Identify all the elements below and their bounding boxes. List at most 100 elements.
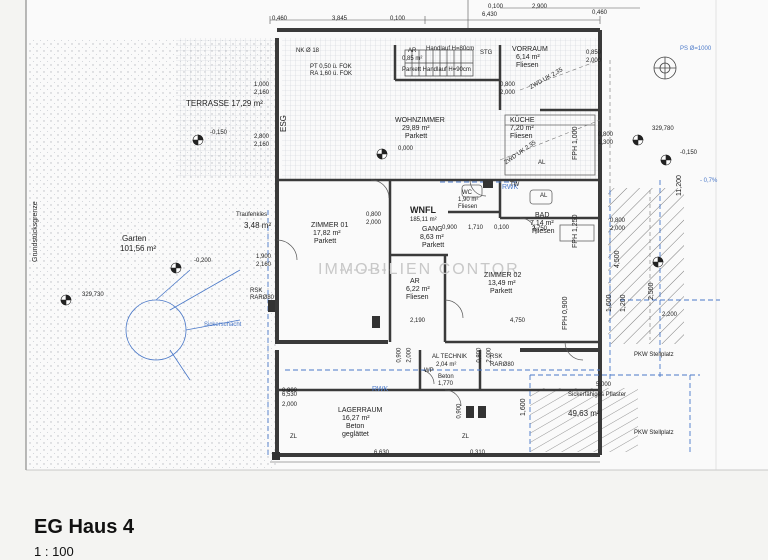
dim-329780: 329,780 [652,126,674,132]
rwk-label-2: RWK [502,184,519,191]
ar2-name: AR [410,278,420,285]
wohnzimmer-area: 29,89 m² [402,125,430,132]
traufe-area: 3,48 m² [244,221,272,230]
dim-0310: 0,310 [470,450,486,456]
dim-0900c: 0,900 [282,388,298,394]
zl-label-1: ZL [290,434,298,440]
technik-floor: Beton [438,374,454,380]
dim-2000e: 2,000 [406,347,413,363]
dim-2800: 2,800 [254,134,270,140]
zimmer1-floor: Parkett [314,238,337,245]
wnfl-area: 185,11 m² [410,217,437,223]
dim-2900: 2,900 [532,4,548,10]
nk-label: NK Ø 18 [296,48,320,54]
dim-1600a: 1,600 [520,398,527,416]
dim-4750: 4,750 [510,318,526,324]
dim-0460b: 0,460 [592,10,608,16]
technik-area: 2,04 m² [436,362,457,368]
dim-0800d: 0,800 [610,218,626,224]
technik-name: AL TECHNIK [432,354,468,360]
dim-0800b: 0,800 [598,132,614,138]
ar-name: AR [408,48,417,54]
plan-title: EG Haus 4 [34,516,135,538]
bad-name: BAD [535,212,550,219]
lager-area: 16,27 m² [342,415,370,422]
vorraum-area: 6,14 m² [516,54,540,61]
dim-m0150a: -0,150 [210,130,228,136]
tw-label: TW [510,182,520,188]
pt-label: PT 0,50 ü. FOK [310,64,352,70]
dim-2000g: 2,000 [282,402,298,408]
dim-6430: 6,430 [482,12,498,18]
rsk-label-2: RSK [490,354,503,360]
kueche-floor: Fliesen [510,133,533,140]
dim-3845: 3,845 [332,16,348,22]
gang-name: GANG [422,226,443,233]
dim-0900d: 0,900 [456,403,463,419]
zimmer1-area: 17,82 m² [313,230,341,237]
wc-area: 1,90 m² [458,197,479,203]
bad-area: 7,14 m² [530,220,554,227]
fph3-label: FPH 0,900 [562,296,569,330]
al-label-1: AL [538,160,546,166]
ps-label: PS Ø=1000 [680,46,712,52]
dim-6530: 6,530 [282,392,298,398]
zimmer2-area: 13,49 m² [488,280,516,287]
rwk-label-1: RWK [372,386,389,393]
dim-1900: 1,900 [256,254,272,260]
pkw-stellplatz-2: PKW Stellplatz [634,430,674,436]
wohnzimmer-floor: Parkett [405,133,428,140]
wc-floor: Fliesen [458,204,478,210]
wohnzimmer-name: WOHNZIMMER [395,117,445,124]
dim-2190: 2,190 [410,318,426,324]
dim-2160b: 2,160 [254,142,270,148]
rsk-label-1: RSK [250,288,263,294]
grenze-label: Grundstücksgrenze [32,201,39,262]
dim-1300: 1,300 [598,140,614,146]
ar2-area: 6,22 m² [406,286,430,293]
dim-0100c: 0,100 [494,225,510,231]
dim-1000: 1,000 [254,82,270,88]
garten-area: 101,56 m² [120,244,157,253]
watermark: IMMOBILIEN CONTOR [318,261,520,278]
dim-2000d: 2,000 [610,226,626,232]
pkw-area: 49,63 m² [568,409,600,418]
dim-4500: 4,500 [614,250,621,268]
dim-0850: 0,850 [586,50,602,56]
handlauf-label-1: Handlauf H=80cm [426,46,475,52]
dim-2000a: 2,000 [586,58,602,64]
rsk-label-1b: RARØ80 [250,295,275,301]
dim-1600b: 1,600 [606,294,613,312]
lager-name: LAGERRAUM [338,407,383,414]
dim-0900a: 0,900 [442,225,458,231]
fph2-label: FPH 1,250 [572,214,579,248]
ra-label: RA 1,60 ü. FOK [310,71,353,77]
dim-2160c: 2,160 [256,262,272,268]
dim-2000b: 2,000 [500,90,516,96]
kueche-area: 7,20 m² [510,125,534,132]
esg-label: ESG [279,115,288,132]
dim-0800c: 0,800 [366,212,382,218]
gang-floor: Parkett [422,242,445,249]
dim-1710: 1,710 [468,225,484,231]
wp-label: WP [424,368,434,374]
dim-2000c: 2,000 [366,220,382,226]
dim-329730: 329,730 [82,292,104,298]
bad-floor: Fliesen [532,228,555,235]
wnfl-name: WNFL [410,205,436,215]
ar-area: 0,85 m² [402,56,423,62]
dim-2750: 2,750 [532,226,548,232]
dim-5000: 5,000 [596,382,612,388]
dim-0000: 0,000 [398,146,414,152]
wc-name: WC [462,190,472,196]
gang-area: 8,63 m² [420,234,444,241]
plan-scale: 1 : 100 [34,544,74,559]
dim-0460a: 0,460 [272,16,288,22]
stg-label: STG [480,50,493,56]
lager-floor1: Beton [346,423,365,430]
dim-m0200: -0,200 [194,258,212,264]
al-label-2: AL [540,193,548,199]
ar2-floor: Fliesen [406,294,429,301]
vorraum-floor: Fliesen [516,62,539,69]
